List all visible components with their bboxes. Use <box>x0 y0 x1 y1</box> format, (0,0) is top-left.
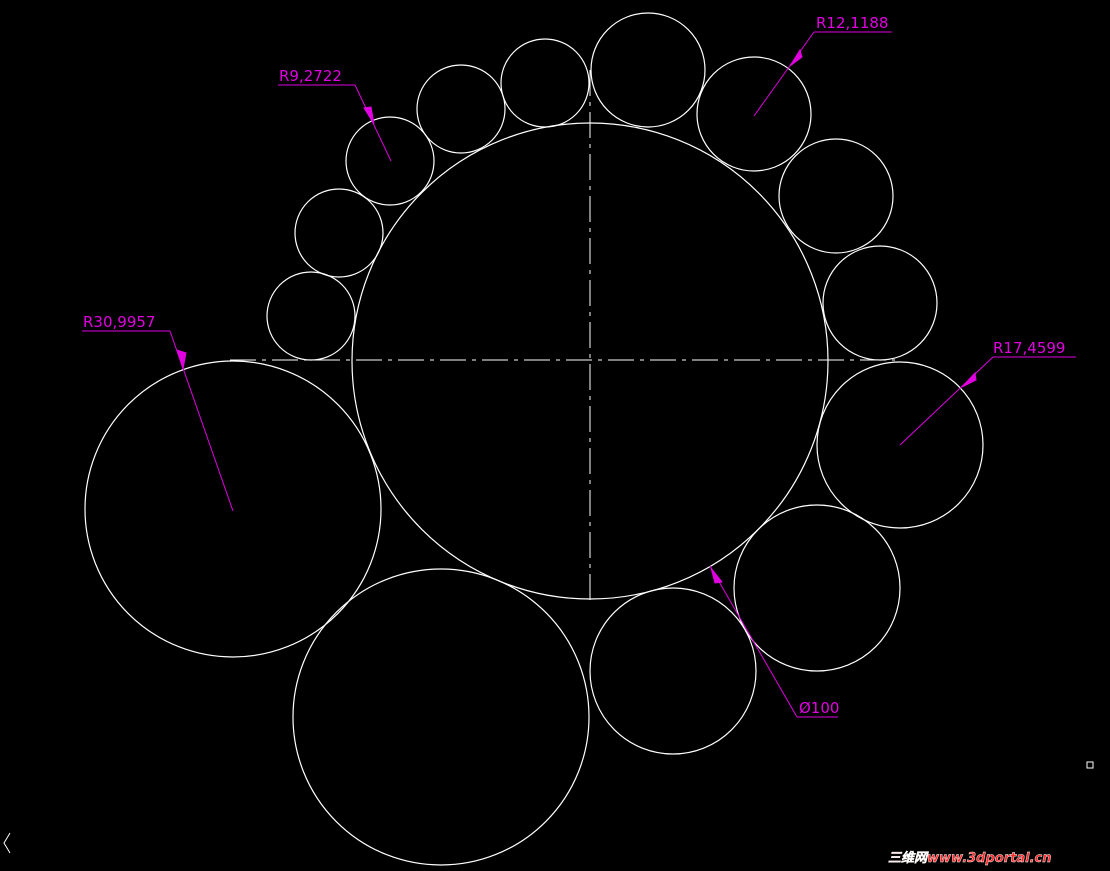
circle-bottom-middle[interactable] <box>589 587 757 755</box>
dimension-leaders <box>82 31 1076 718</box>
arrowhead-r9 <box>363 106 375 125</box>
leader-line-r17 <box>899 356 994 446</box>
dim-text-r30[interactable]: R30,9957 <box>83 313 155 331</box>
watermark-text: 三维网www.3dportal.cn <box>888 850 1051 866</box>
arrowhead-d100 <box>710 567 723 584</box>
grip-square-icon[interactable] <box>1086 761 1094 769</box>
main-circle-d100[interactable] <box>351 122 829 600</box>
circle-left-upper[interactable] <box>294 188 384 278</box>
leader-line-r12 <box>753 31 815 117</box>
circle-top-left-1[interactable] <box>500 38 590 128</box>
dim-text-r12[interactable]: R12,1188 <box>816 14 888 32</box>
ucs-corner-icon <box>3 832 11 854</box>
leader-line-d100 <box>709 565 798 718</box>
circle-bottom-right[interactable] <box>733 504 901 672</box>
circle-top[interactable] <box>590 12 706 128</box>
circle-r9-2722[interactable] <box>345 116 435 206</box>
circle-top-left-2[interactable] <box>416 64 506 154</box>
circle-r17-4599[interactable] <box>816 361 984 529</box>
arrowhead-r12 <box>789 48 803 67</box>
dim-text-r9[interactable]: R9,2722 <box>279 67 342 85</box>
circle-left-lower[interactable] <box>266 271 356 361</box>
circle-r12-1188[interactable] <box>696 56 812 172</box>
circle-right-top[interactable] <box>778 138 894 254</box>
dimension-texts: R30,9957 R9,2722 R12,1188 R17,4599 Ø100 <box>83 14 1065 717</box>
dim-text-r17[interactable]: R17,4599 <box>993 339 1065 357</box>
circle-right-upper[interactable] <box>822 245 938 361</box>
circle-bottom-left-large[interactable] <box>292 568 590 866</box>
circle-r30-9957[interactable] <box>84 360 382 658</box>
arrowhead-r17 <box>961 371 977 388</box>
arrowhead-r30 <box>176 349 187 370</box>
dim-text-d100[interactable]: Ø100 <box>799 699 839 717</box>
circles <box>84 12 984 866</box>
centerlines <box>230 70 895 605</box>
